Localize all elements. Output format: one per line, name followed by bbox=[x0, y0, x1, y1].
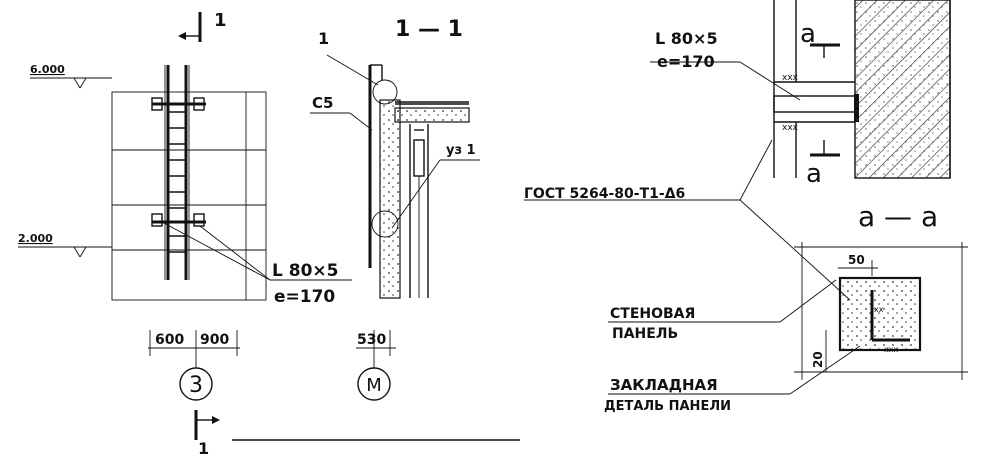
angle-size-label: L 80×5 bbox=[272, 261, 338, 281]
section-title: 1 — 1 bbox=[395, 17, 463, 42]
level-top-label: 6.000 bbox=[30, 63, 65, 76]
axis-m-label: M bbox=[366, 375, 382, 396]
level-mid-label: 2.000 bbox=[18, 232, 53, 245]
ref-mark-1: 1 bbox=[318, 29, 329, 48]
weld-mark: xxx bbox=[884, 345, 898, 354]
gost-weld-label: ГОСТ 5264-80-Т1-Δ6 bbox=[524, 186, 685, 202]
section-1-1-view: 1 — 1 1 C5 уз 1 530 bbox=[310, 17, 480, 401]
angle-length-label: e=170 bbox=[274, 287, 335, 307]
elevation-view: 1 6.000 2.000 bbox=[18, 10, 352, 401]
dimension-line: 600 900 bbox=[148, 330, 240, 356]
embed-plate bbox=[838, 276, 922, 352]
floor-slab bbox=[394, 107, 470, 123]
section-a-a-title: a — a bbox=[858, 200, 938, 233]
cut-label-bottom: a bbox=[806, 159, 822, 189]
wall-panel bbox=[379, 99, 401, 299]
panel-grid bbox=[111, 91, 267, 301]
level-mark-top: 6.000 bbox=[30, 63, 112, 89]
embed-line1: ЗАКЛАДНАЯ bbox=[610, 376, 718, 394]
ladder bbox=[151, 65, 206, 280]
bottom-section-mark: 1 bbox=[198, 439, 209, 454]
embed-line2: ДЕТАЛЬ ПАНЕЛИ bbox=[604, 399, 731, 414]
wall-panel-line2: ПАНЕЛЬ bbox=[612, 326, 678, 342]
detail-view: xxx xxx a a L 80×5 e=170 ГОСТ 5264-80-Т1… bbox=[524, 0, 968, 414]
dim-50: 50 bbox=[848, 253, 865, 267]
cut-mark-a-top: a bbox=[800, 19, 840, 58]
dim-900: 900 bbox=[200, 332, 229, 348]
angle-leader: L 80×5 e=170 bbox=[161, 221, 352, 307]
axis-bubble-3: 3 bbox=[179, 356, 213, 401]
channel-label: C5 bbox=[312, 94, 333, 112]
detail-angle-length: e=170 bbox=[657, 52, 715, 71]
axis-3-label: 3 bbox=[189, 373, 203, 398]
dim-600: 600 bbox=[155, 332, 184, 348]
cut-mark-a-bottom: a bbox=[806, 140, 840, 189]
section-mark-label: 1 bbox=[214, 10, 227, 31]
dim-20: 20 bbox=[811, 351, 825, 368]
weld-mark: xxx bbox=[782, 123, 799, 133]
wall-panel-line1: СТЕНОВАЯ bbox=[610, 306, 695, 322]
axis-bubble-m: M bbox=[357, 356, 391, 401]
weld-mark: xxx bbox=[782, 73, 799, 83]
cut-label-top: a bbox=[800, 19, 816, 49]
detail-circle-bottom bbox=[371, 210, 399, 238]
angle-profile bbox=[773, 95, 857, 113]
detail-circle-top bbox=[372, 79, 398, 105]
section-cut-mark-bottom: 1 bbox=[194, 410, 520, 454]
weld-mark: xx bbox=[874, 305, 884, 314]
dim-530: 530 bbox=[357, 332, 386, 348]
level-mark-mid: 2.000 bbox=[18, 232, 112, 258]
section-cut-mark-top: 1 bbox=[178, 10, 227, 42]
detail-angle-label: L 80×5 bbox=[655, 29, 718, 48]
node-mark: уз 1 bbox=[446, 143, 476, 158]
section-a-a-view: xx xxx 50 20 bbox=[794, 242, 968, 380]
